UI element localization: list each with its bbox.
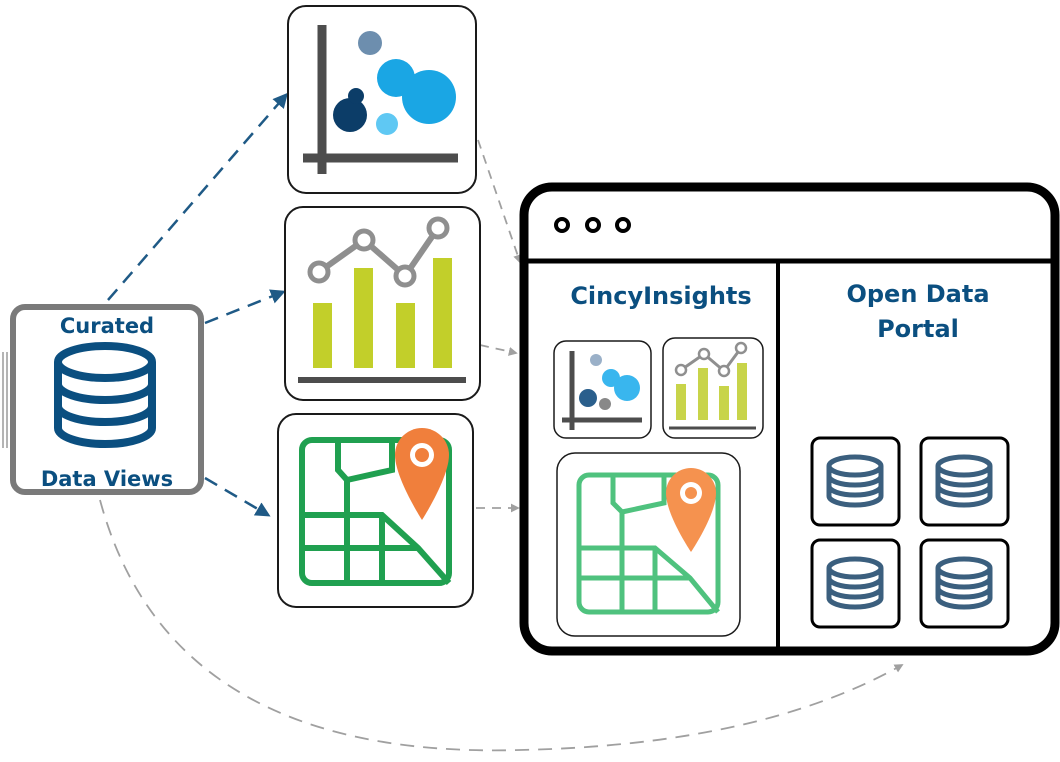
map-pin-icon xyxy=(576,468,721,615)
map-pin-icon xyxy=(299,428,452,586)
bar-chart-icon xyxy=(669,341,756,430)
source-title-top: Curated xyxy=(60,314,154,338)
portal-window: CincyInsights xyxy=(519,182,1060,656)
dataset-tile xyxy=(919,538,1010,629)
mini-bar-card xyxy=(662,337,764,439)
cincyinsights-title: CincyInsights xyxy=(570,282,751,310)
bubble-chart-icon xyxy=(562,351,642,430)
dataset-tile xyxy=(919,436,1010,527)
dataset-tile xyxy=(810,538,901,629)
curated-data-views-box: Curated Data Views xyxy=(2,304,204,495)
open-data-title-line1: Open Data xyxy=(846,280,989,308)
scatter-chart-card xyxy=(287,5,477,194)
mini-map-card xyxy=(556,452,741,637)
dataset-tile xyxy=(810,436,901,527)
source-title-bottom: Data Views xyxy=(41,467,173,491)
arrows xyxy=(99,92,904,752)
arrow-source-to-opendata xyxy=(99,499,904,752)
mini-scatter-card xyxy=(553,340,652,439)
bar-line-chart-card xyxy=(284,206,481,401)
bar-chart-icon xyxy=(298,216,466,383)
bubble-chart-icon xyxy=(303,25,458,174)
arrow-to-map xyxy=(204,476,271,517)
arrow-scatter-to-portal xyxy=(477,139,522,264)
arrow-barchart-to-portal xyxy=(479,344,518,356)
map-card xyxy=(277,413,474,608)
arrow-to-barchart xyxy=(204,289,286,325)
database-icon xyxy=(54,342,156,448)
window-dots-icon xyxy=(554,217,631,233)
open-data-title-line2: Portal xyxy=(877,315,959,343)
arrow-to-scatter xyxy=(107,92,288,301)
